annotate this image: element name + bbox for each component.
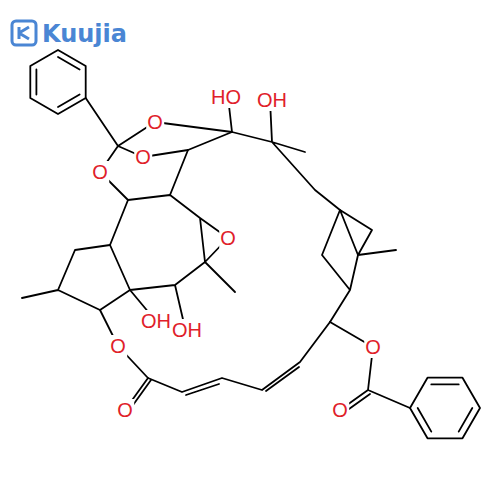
benzoate-ring [410,378,480,439]
atom-label: OH [171,319,203,341]
atom-label: O [364,336,382,358]
atom-label: O [109,335,127,357]
seven-ring [110,195,235,328]
atom-label: O [116,399,134,421]
atom-label: O [91,161,109,183]
atom-label: HO [210,86,242,108]
logo-frame [12,21,36,45]
atom-label: O [331,399,349,421]
atom-label: OH [140,310,172,332]
atom-label: O [134,146,152,168]
logo-glyph [19,27,29,39]
atom-label: OH [256,89,288,111]
atom-label: O [146,111,164,133]
diol-chain [170,97,340,210]
five-ring [22,245,130,310]
bicyclic-ring [322,210,396,322]
logo-icon [12,21,36,45]
skeleton [22,50,480,438]
phenyl-ring [30,50,85,114]
atom-label: O [219,227,237,249]
orthoester-bonds [86,98,232,200]
watermark: Kuujia [42,22,127,46]
